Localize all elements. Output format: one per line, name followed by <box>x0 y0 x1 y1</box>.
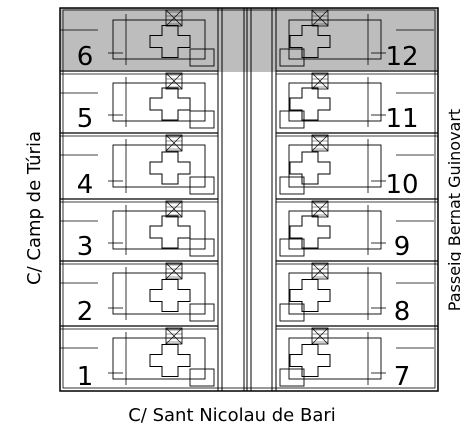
lobby-outline <box>149 87 191 121</box>
room-outline <box>288 210 382 250</box>
bathroom-box <box>189 303 215 322</box>
wall-line <box>165 262 183 280</box>
stair-box <box>311 72 329 90</box>
street-label-left: C/ Camp de Túria <box>24 131 45 285</box>
stair-box <box>165 200 183 218</box>
room-outline <box>288 337 382 380</box>
unit-number-right: 9 <box>394 232 411 262</box>
unit-number-left: 1 <box>77 362 94 392</box>
dwelling-unit-left-3 <box>60 200 215 257</box>
unit-number-left: 4 <box>77 170 94 200</box>
dwelling-unit-right-1 <box>279 72 434 129</box>
stair-box <box>311 200 329 218</box>
room-outline <box>112 272 206 315</box>
unit-number-right: 12 <box>385 42 418 72</box>
dwelling-unit-right-2 <box>279 134 434 195</box>
unit-number-left: 5 <box>77 104 94 134</box>
stair-box <box>165 72 183 90</box>
bathroom-box <box>189 48 215 67</box>
dwelling-unit-left-0 <box>60 9 215 67</box>
stair-box <box>311 262 329 280</box>
dwelling-unit-left-5 <box>60 327 215 387</box>
unit-number-right: 11 <box>385 104 418 134</box>
room-outline <box>288 144 382 188</box>
street-label-right: Passeig Bernat Guinovart <box>445 109 461 311</box>
stair-box <box>311 327 329 345</box>
bathroom-box <box>279 238 305 257</box>
bathroom-box <box>189 110 215 129</box>
wall-line <box>311 200 329 218</box>
unit-number-left: 3 <box>77 232 94 262</box>
lobby-outline <box>149 215 191 249</box>
bathroom-box <box>189 238 215 257</box>
wall-line <box>165 9 183 27</box>
bathroom-box <box>189 176 215 195</box>
lobby-outline <box>149 344 191 377</box>
unit-number-right: 7 <box>394 362 411 392</box>
wall-line <box>311 72 329 90</box>
lobby-outline <box>149 279 191 312</box>
lobby-outline <box>289 215 331 249</box>
unit-number-right: 8 <box>394 297 411 327</box>
dwelling-unit-right-0 <box>279 9 434 67</box>
room-outline <box>288 272 382 315</box>
dwelling-unit-right-4 <box>279 262 434 322</box>
room-outline <box>112 19 206 60</box>
dwelling-unit-left-4 <box>60 262 215 322</box>
room-outline <box>288 82 382 122</box>
dwelling-unit-right-3 <box>279 200 434 257</box>
wall-line <box>311 262 329 280</box>
room-outline <box>112 337 206 380</box>
lobby-outline <box>289 151 331 185</box>
stair-box <box>311 9 329 27</box>
room-outline <box>112 210 206 250</box>
wall-line <box>165 134 183 152</box>
room-outline <box>288 19 382 60</box>
dwelling-unit-left-2 <box>60 134 215 195</box>
stair-box <box>311 134 329 152</box>
wall-line <box>311 134 329 152</box>
unit-number-left: 2 <box>77 297 94 327</box>
dwelling-unit-left-1 <box>60 72 215 129</box>
lobby-outline <box>149 25 191 58</box>
bathroom-box <box>279 110 305 129</box>
wall-line <box>311 9 329 27</box>
dwelling-unit-right-5 <box>279 327 434 387</box>
wall-line <box>165 200 183 218</box>
wall-line <box>165 72 183 90</box>
bathroom-box <box>279 303 305 322</box>
lobby-outline <box>149 151 191 185</box>
room-outline <box>112 144 206 188</box>
wall-line <box>165 327 183 345</box>
street-label-bottom: C/ Sant Nicolau de Bari <box>128 405 336 426</box>
bathroom-box <box>279 176 305 195</box>
wall-line <box>311 327 329 345</box>
lobby-outline <box>289 25 331 58</box>
lobby-outline <box>289 87 331 121</box>
bathroom-box <box>189 368 215 387</box>
bathroom-box <box>279 368 305 387</box>
unit-number-left: 6 <box>77 42 94 72</box>
room-outline <box>112 82 206 122</box>
stair-box <box>165 134 183 152</box>
lobby-outline <box>289 279 331 312</box>
lobby-outline <box>289 344 331 377</box>
unit-number-right: 10 <box>385 170 418 200</box>
